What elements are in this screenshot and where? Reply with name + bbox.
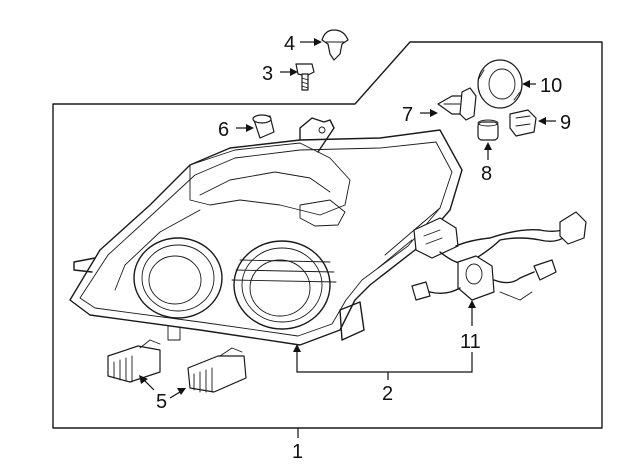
high-beam-lens xyxy=(233,240,331,330)
callout-5: 5 xyxy=(156,391,167,413)
wiring-harness xyxy=(411,211,587,301)
callout-11: 11 xyxy=(460,331,481,353)
callout-9: 9 xyxy=(560,112,571,134)
headlamp-bulb xyxy=(437,87,477,121)
arrow-10 xyxy=(522,80,530,88)
socket-cap xyxy=(477,119,499,141)
callout-10: 10 xyxy=(540,75,562,97)
bulb-socket xyxy=(509,109,537,137)
arrow-7 xyxy=(430,109,438,117)
callout-7: 7 xyxy=(402,104,413,126)
adjuster-right xyxy=(187,347,247,393)
headlamp-housing xyxy=(69,117,463,346)
adjuster-left xyxy=(107,339,161,383)
arrow-8 xyxy=(484,142,492,150)
arrow-6 xyxy=(246,124,254,132)
left-mount-tab xyxy=(73,257,96,273)
push-clip xyxy=(321,29,349,61)
callout-4: 4 xyxy=(284,33,295,55)
arrow-5a xyxy=(139,375,148,384)
arrow-4 xyxy=(314,38,322,46)
arrow-5b xyxy=(177,388,186,395)
assembly-frame xyxy=(52,41,603,429)
callout-1: 1 xyxy=(292,441,303,463)
arrow-3 xyxy=(290,68,298,76)
top-mount-bracket xyxy=(299,117,335,153)
arrow-9 xyxy=(538,117,546,125)
lower-mount-tab xyxy=(339,301,365,341)
low-beam-lens xyxy=(133,237,223,319)
callout-3: 3 xyxy=(262,63,273,85)
callout-8: 8 xyxy=(481,163,492,185)
mounting-bolt xyxy=(295,63,315,91)
dust-cap xyxy=(252,114,275,139)
callout-2: 2 xyxy=(382,383,393,405)
arrow-2 xyxy=(293,344,301,352)
callout-6: 6 xyxy=(218,119,229,141)
arrow-11 xyxy=(468,300,476,308)
bulb-cover xyxy=(477,59,523,109)
